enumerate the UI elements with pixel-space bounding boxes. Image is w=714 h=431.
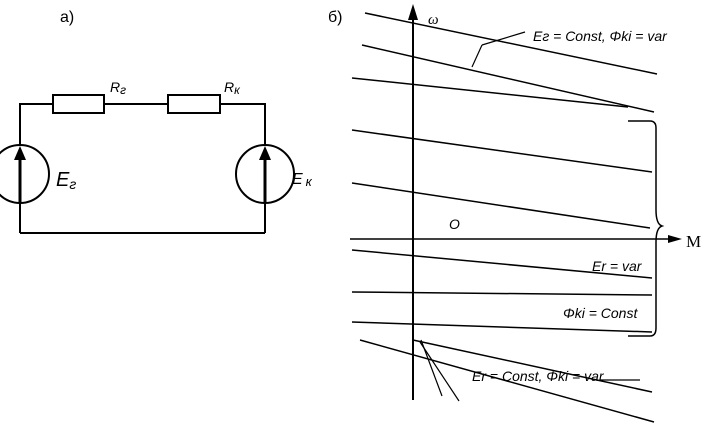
circuit-wires bbox=[19, 103, 266, 234]
char-line-9 bbox=[359, 339, 655, 423]
source-eg-label: Eг bbox=[56, 169, 76, 192]
y-axis-arrow bbox=[408, 4, 418, 20]
panel-b-characteristics: б) ω M O bbox=[328, 4, 701, 423]
x-axis-label: M bbox=[686, 232, 701, 251]
panel-a-circuit: а) Rг Rк Eг bbox=[0, 9, 313, 234]
char-line-2 bbox=[361, 44, 655, 113]
resistor-rk-label: Rк bbox=[224, 79, 241, 97]
origin-label: O bbox=[449, 216, 460, 232]
annotation-top: Eг = Const, Φkі = var bbox=[533, 28, 668, 44]
char-line-10 bbox=[412, 339, 653, 393]
annotation-bottom: Er = Const, Φkі = var bbox=[472, 368, 605, 384]
char-line-1 bbox=[364, 12, 658, 75]
char-line-4 bbox=[351, 129, 653, 173]
char-line-5 bbox=[351, 182, 651, 229]
panel-a-label: а) bbox=[60, 9, 74, 26]
source-ek bbox=[235, 144, 295, 204]
char-line-3 bbox=[351, 77, 629, 108]
char-line-8 bbox=[351, 321, 653, 333]
resistor-rg-label: Rг bbox=[110, 79, 126, 97]
char-line-6 bbox=[351, 249, 653, 279]
x-axis-arrow bbox=[668, 235, 682, 243]
resistor-rg bbox=[52, 94, 105, 114]
characteristic-lines bbox=[351, 12, 658, 423]
right-brace bbox=[628, 120, 665, 337]
resistor-rk bbox=[167, 94, 221, 114]
y-axis-label: ω bbox=[428, 12, 439, 28]
annotation-phi-const: Φkі = Const bbox=[563, 305, 638, 321]
annotation-er-var: Er = var bbox=[592, 258, 643, 274]
annotation-pointers bbox=[419, 31, 640, 402]
source-eg bbox=[0, 144, 50, 204]
panel-b-label: б) bbox=[328, 9, 343, 26]
char-line-7 bbox=[351, 291, 653, 296]
